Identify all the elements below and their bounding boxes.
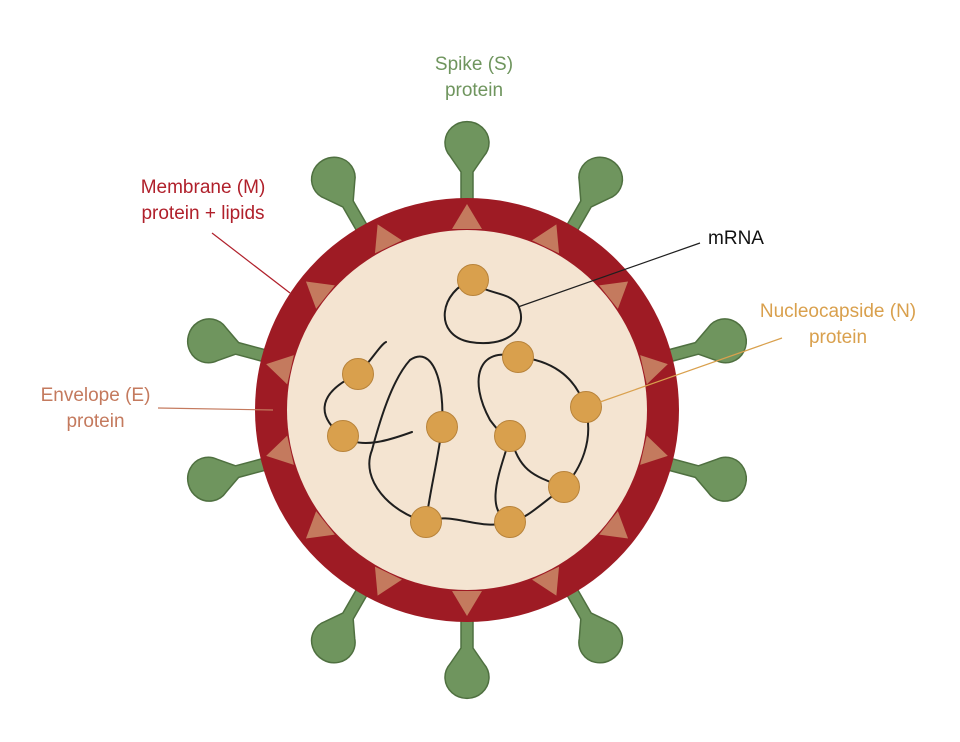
- spike-label-line1: Spike (S): [434, 54, 514, 75]
- spike-shape: [444, 614, 490, 700]
- spike-shape: [563, 156, 624, 237]
- spike-shape: [187, 456, 272, 502]
- envelope-protein-3: [599, 281, 629, 309]
- envelope-protein-8: [452, 591, 482, 616]
- envelope-protein-13: [305, 281, 335, 309]
- envelope-label-line2: protein: [66, 411, 125, 432]
- membrane-leader-line: [211, 232, 291, 294]
- nucleocapsid-protein-label: Nucleocapside (N) protein: [733, 299, 943, 351]
- spike-shape: [662, 318, 747, 364]
- envelope-shape: [266, 355, 294, 385]
- nucleocapsid-bead-8: [548, 471, 580, 503]
- nucleocapsid-bead-6: [426, 411, 458, 443]
- envelope-protein-4: [640, 355, 668, 385]
- spike-protein-8: [563, 583, 624, 664]
- spike-protein-10: [444, 614, 490, 700]
- envelope-protein-14: [374, 224, 402, 254]
- spike-shape: [563, 583, 624, 664]
- spike-shape: [310, 156, 371, 237]
- nucleocapsid-protein-group: [327, 264, 602, 538]
- spike-protein-4: [662, 318, 747, 364]
- mrna-leader-line: [517, 242, 701, 308]
- nucleocapsid-bead-2: [502, 341, 534, 373]
- envelope-shape: [305, 281, 335, 309]
- membrane-label-line2: protein + lipids: [141, 203, 265, 224]
- envelope-protein-12: [266, 355, 294, 385]
- envelope-protein-label: Envelope (E) protein: [18, 383, 173, 435]
- envelope-shape: [452, 204, 482, 229]
- envelope-shape: [305, 511, 335, 539]
- spike-protein-9: [310, 583, 371, 664]
- spike-protein-2: [563, 156, 624, 237]
- spike-protein-1: [444, 120, 490, 206]
- envelope-leader-line: [157, 407, 274, 411]
- envelope-protein-1: [452, 204, 482, 229]
- spike-shape: [662, 456, 747, 502]
- nucleocapsid-bead-5: [327, 420, 359, 452]
- spike-protein-3: [310, 156, 371, 237]
- nucleocapsid-label-line2: protein: [808, 327, 868, 348]
- envelope-protein-group: [266, 204, 668, 616]
- spike-shape: [310, 583, 371, 664]
- envelope-shape: [374, 224, 402, 254]
- nucleocapsid-bead-4: [342, 358, 374, 390]
- envelope-shape: [599, 281, 629, 309]
- nucleocapsid-bead-7: [494, 420, 526, 452]
- membrane-label-line1: Membrane (M): [140, 177, 266, 198]
- envelope-shape: [640, 355, 668, 385]
- envelope-protein-7: [532, 566, 560, 596]
- spike-label-line2: protein: [444, 80, 504, 101]
- nucleocapsid-bead-10: [494, 506, 526, 538]
- label-leader-lines: [157, 232, 783, 411]
- mrna-label: mRNA: [696, 226, 776, 252]
- envelope-protein-10: [305, 511, 335, 539]
- nucleocapsid-bead-9: [410, 506, 442, 538]
- spike-protein-label: Spike (S) protein: [404, 52, 544, 104]
- spike-protein-5: [187, 318, 272, 364]
- envelope-shape: [374, 566, 402, 596]
- envelope-protein-9: [374, 566, 402, 596]
- spike-shape: [444, 120, 490, 206]
- envelope-protein-6: [599, 511, 629, 539]
- nucleocapsid-leader-line: [599, 337, 783, 403]
- envelope-shape: [532, 566, 560, 596]
- spike-protein-6: [662, 456, 747, 502]
- envelope-shape: [532, 224, 560, 254]
- envelope-protein-2: [532, 224, 560, 254]
- membrane-protein-label: Membrane (M) protein + lipids: [108, 175, 298, 227]
- mrna-label-line1: mRNA: [708, 228, 764, 249]
- envelope-shape: [599, 511, 629, 539]
- envelope-protein-5: [640, 435, 668, 465]
- nucleocapsid-label-line1: Nucleocapside (N): [759, 301, 917, 322]
- envelope-shape: [266, 435, 294, 465]
- spike-protein-group: [187, 120, 747, 700]
- spike-shape: [187, 318, 272, 364]
- spike-protein-7: [187, 456, 272, 502]
- envelope-shape: [452, 591, 482, 616]
- envelope-label-line1: Envelope (E): [40, 385, 151, 406]
- envelope-shape: [640, 435, 668, 465]
- envelope-protein-11: [266, 435, 294, 465]
- nucleocapsid-bead-1: [457, 264, 489, 296]
- nucleocapsid-bead-3: [570, 391, 602, 423]
